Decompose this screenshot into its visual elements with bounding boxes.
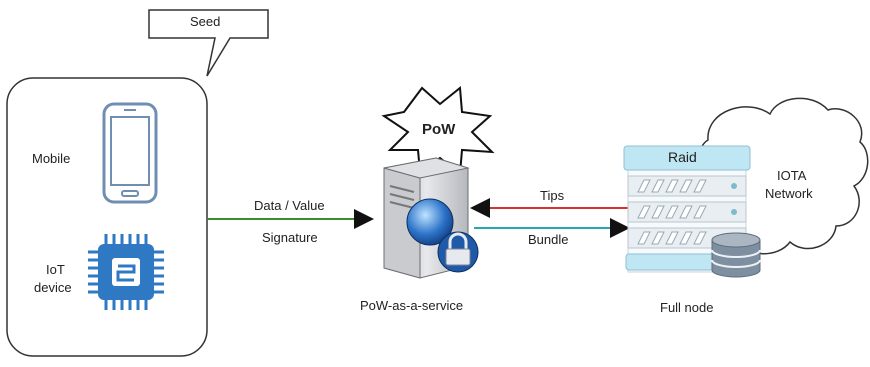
pow-star-icon xyxy=(381,86,495,176)
iota-network-line1: IOTA xyxy=(777,168,807,183)
globe-icon xyxy=(406,198,454,246)
seed-callout xyxy=(148,9,269,77)
iot-chip-icon xyxy=(88,234,164,310)
iota-network-line2: Network xyxy=(765,186,813,201)
tips-label: Tips xyxy=(540,188,565,203)
pow-badge-label: PoW xyxy=(422,121,456,138)
seed-label: Seed xyxy=(190,14,221,29)
database-icon xyxy=(711,232,761,278)
pow-service-label: PoW-as-a-service xyxy=(360,298,464,313)
lock-icon xyxy=(437,231,479,273)
iot-label-line2: device xyxy=(34,280,72,295)
mobile-label: Mobile xyxy=(32,151,71,166)
data-value-label: Data / Value xyxy=(254,198,325,213)
full-node-label: Full node xyxy=(660,300,714,315)
bundle-label: Bundle xyxy=(528,232,569,247)
mobile-phone-icon xyxy=(102,102,158,204)
signature-label: Signature xyxy=(262,230,318,245)
raid-label: Raid xyxy=(668,149,697,165)
iot-label-line1: IoT xyxy=(46,262,65,277)
